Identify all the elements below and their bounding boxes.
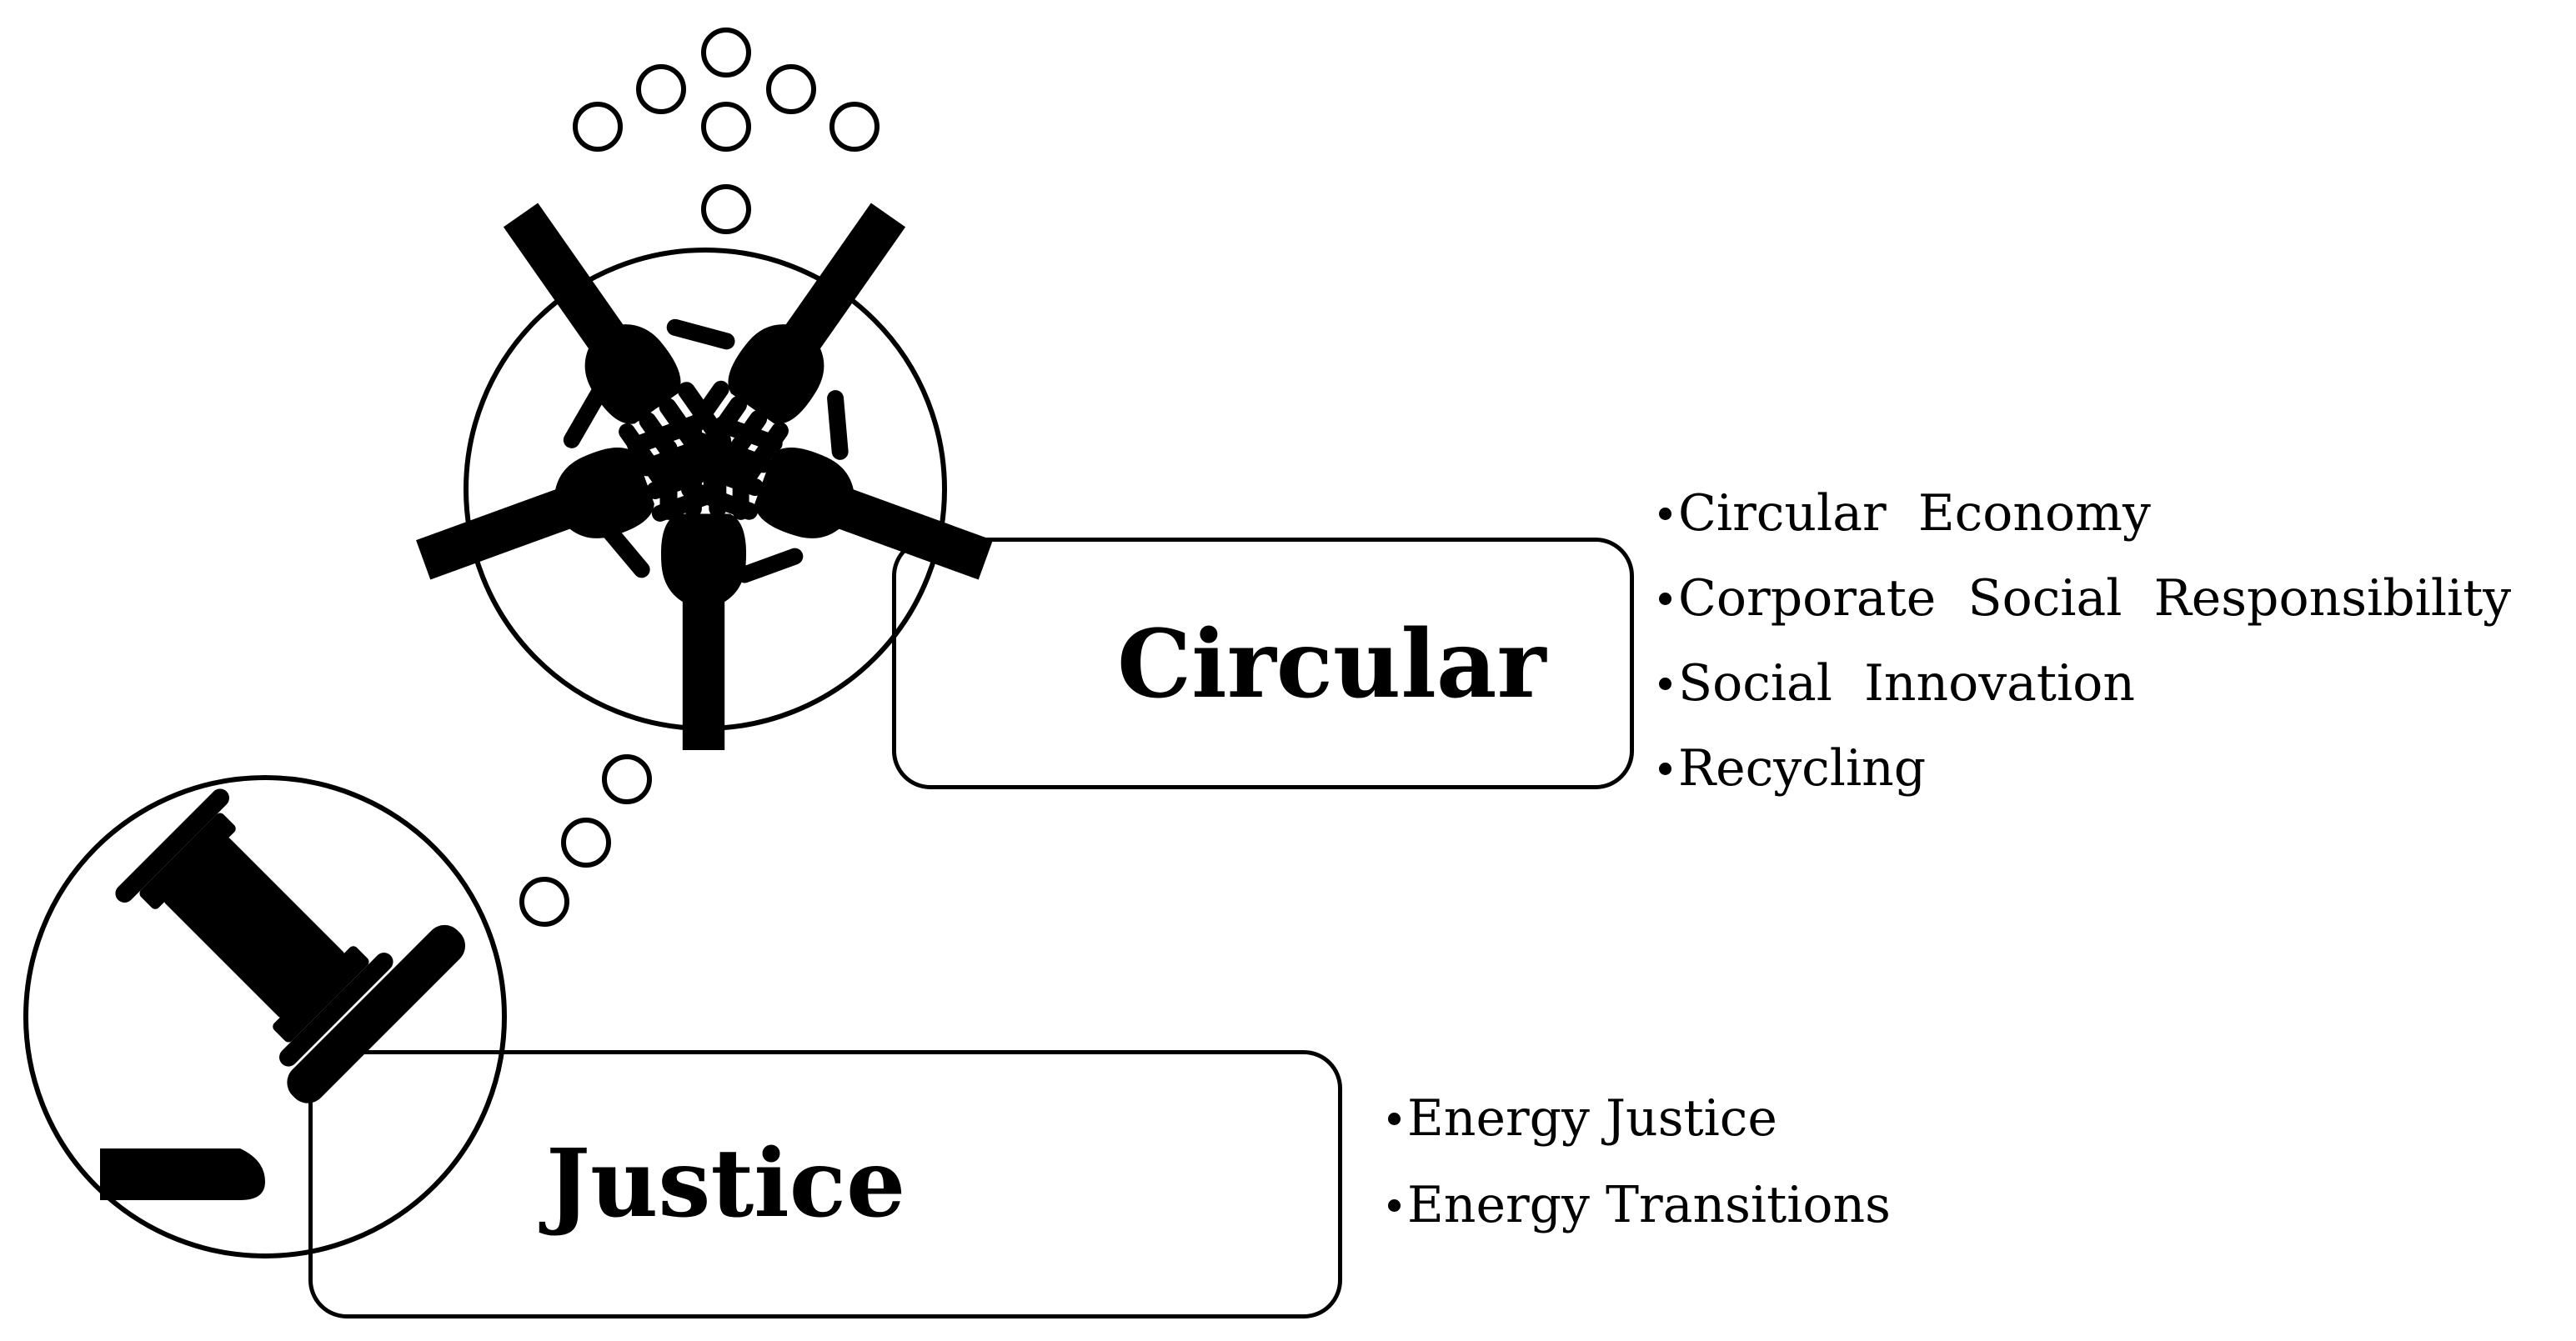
bullet-dot xyxy=(1388,1112,1401,1125)
list-item: Energy Transitions xyxy=(1388,1162,1891,1248)
connector-bubbles xyxy=(519,754,652,927)
list-item-text: Energy Transitions xyxy=(1407,1176,1891,1234)
bullet-dot xyxy=(1388,1198,1401,1212)
five-hands-circle-icon xyxy=(386,153,1002,750)
justice-box xyxy=(308,1050,1342,1318)
justice-bullet-list: Energy Justice Energy Transitions xyxy=(1388,1075,1891,1248)
bullet-dot xyxy=(1659,762,1671,775)
list-item: Corporate Social Responsibility xyxy=(1659,556,2511,641)
list-item-text: Social Innovation xyxy=(1678,654,2135,713)
list-item-text: Recycling xyxy=(1678,739,1927,798)
justice-label: Justice xyxy=(546,1129,906,1238)
bullet-dot xyxy=(1659,592,1671,605)
list-item: Energy Justice xyxy=(1388,1075,1891,1162)
circular-bullet-list: Circular Economy Corporate Social Respon… xyxy=(1659,471,2511,811)
list-item-text: Corporate Social Responsibility xyxy=(1678,569,2512,628)
circular-box xyxy=(892,538,1634,789)
bullet-dot xyxy=(1659,507,1671,520)
list-item-text: Circular Economy xyxy=(1678,484,2151,543)
list-item: Recycling xyxy=(1659,726,2511,811)
circular-label: Circular xyxy=(1117,610,1546,719)
list-item: Circular Economy xyxy=(1659,471,2511,556)
list-item-text: Energy Justice xyxy=(1407,1089,1777,1148)
list-item: Social Innovation xyxy=(1659,641,2511,726)
bullet-dot xyxy=(1659,677,1671,690)
gavel-icon xyxy=(23,775,507,1258)
thought-bubble-icon xyxy=(573,28,880,234)
